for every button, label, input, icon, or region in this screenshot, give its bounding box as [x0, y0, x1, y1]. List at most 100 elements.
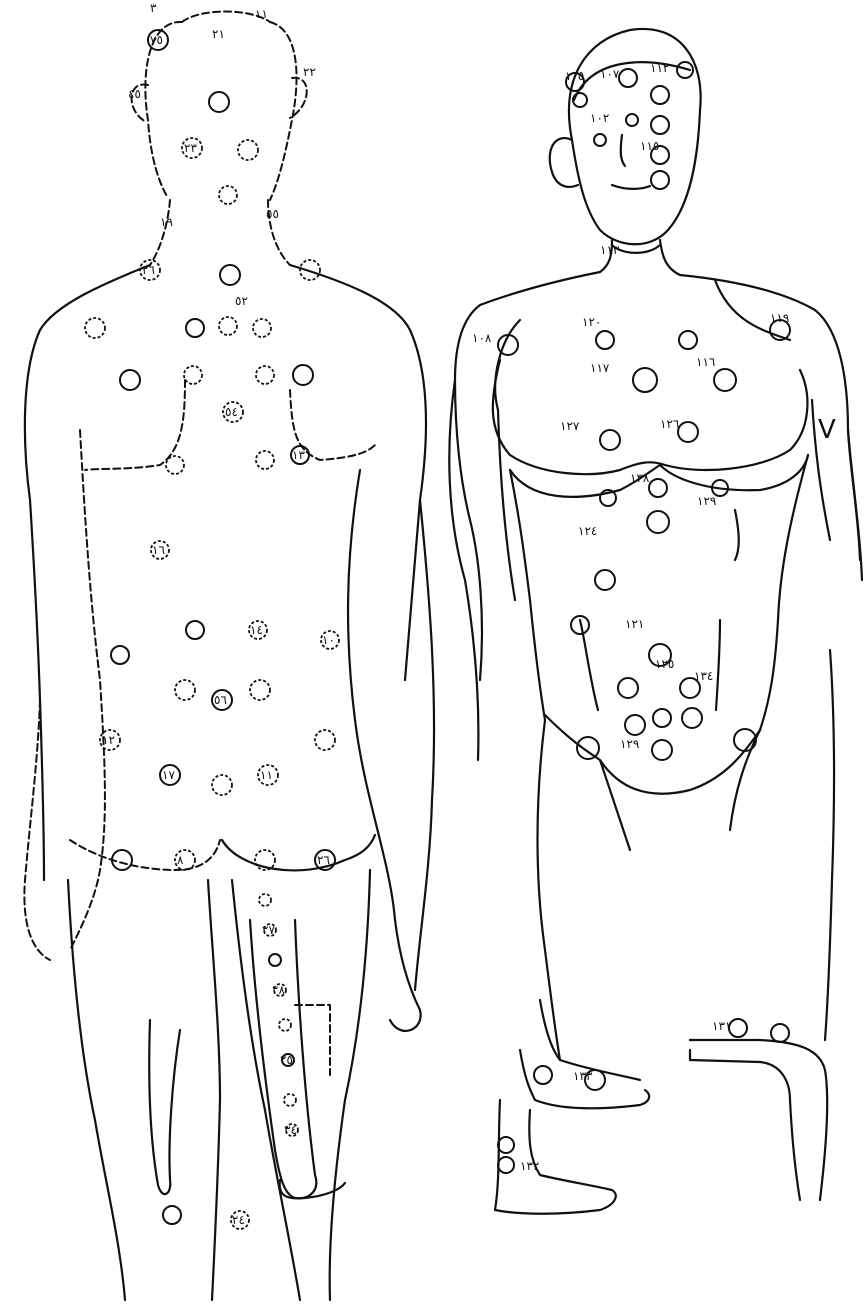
front-left-arm: [449, 380, 515, 760]
front-knee-drawing: [690, 1040, 827, 1200]
front-mouth: [612, 185, 650, 189]
back-point-label: ۲٦: [142, 263, 155, 277]
front-point-label: ١٣٢: [520, 1159, 539, 1173]
front-acupoint: [626, 114, 638, 126]
back-point-label: ۲٦: [317, 853, 330, 867]
front-chest: [493, 360, 808, 474]
back-point-label: ۲۷: [262, 923, 275, 937]
front-acupoint: [651, 171, 669, 189]
back-point-label: ٤٥: [128, 87, 141, 101]
back-point-label: ٥٥: [266, 207, 279, 221]
front-acupoint: [682, 708, 702, 728]
front-point-label: ۱۱۳: [600, 243, 620, 257]
back-acupoint: [175, 680, 195, 700]
back-acupoint: [279, 1019, 291, 1031]
front-point-label: ۱۱۷: [590, 361, 610, 375]
front-acupoint: [618, 678, 638, 698]
front-point-label: ۱۲۰: [582, 315, 601, 329]
front-point-label: ۱٢٦: [660, 417, 679, 431]
back-right-arm: [348, 470, 434, 1031]
back-scapula-line: [85, 380, 375, 470]
back-point-label: ٥٤: [225, 405, 238, 419]
back-calf-left-inner: [149, 1020, 180, 1194]
back-acupoint: [209, 92, 229, 112]
front-acupoint: [653, 709, 671, 727]
back-hip-line: [70, 840, 220, 870]
back-acupoint: [256, 451, 274, 469]
front-point-label: ۱٢٩: [697, 494, 716, 508]
back-point-label: ۱۱: [255, 7, 268, 21]
front-point-label: ۱٢٥: [655, 657, 674, 671]
front-abdomen-lines: [580, 510, 739, 710]
back-point-label: ۳٤: [284, 1123, 297, 1137]
back-acupoint: [256, 366, 274, 384]
front-point-label: ۱٢٩: [620, 737, 639, 751]
back-point-label: ٥٢: [235, 294, 248, 308]
front-point-label: ۱۱۲: [650, 61, 669, 75]
back-point-label: ۱٤: [250, 623, 263, 637]
front-point-label: ۱۰۲: [590, 111, 609, 125]
back-acupoint: [220, 265, 240, 285]
back-point-label: ۲٤: [232, 1213, 245, 1227]
front-acupoint: [498, 1137, 514, 1153]
back-acupoint: [186, 621, 204, 639]
back-point-label: ۱۷: [162, 768, 175, 782]
back-point-label: ١٦: [152, 543, 165, 557]
back-acupoint: [238, 140, 258, 160]
front-hairline: [574, 62, 690, 100]
front-point-label: ۱۱٩: [770, 311, 789, 325]
back-acupoint: [163, 1206, 181, 1224]
front-acupoint: [498, 1157, 514, 1173]
back-point-label: ۲۳: [184, 141, 197, 155]
back-acupoint: [269, 954, 281, 966]
back-acupoint: [219, 186, 237, 204]
back-acupoint: [166, 456, 184, 474]
back-acupoint: [120, 370, 140, 390]
back-acupoint: [293, 365, 313, 385]
front-acupoint: [714, 369, 736, 391]
back-point-label: ۲۱: [212, 27, 225, 41]
front-acupoint: [571, 616, 589, 634]
front-acupoint: [619, 69, 637, 87]
front-point-label: ١٣٣: [573, 1069, 593, 1083]
back-acupoint: [250, 680, 270, 700]
front-foot-lower: [495, 1100, 616, 1214]
back-point-label: ۱۱: [260, 768, 273, 782]
back-point-label: ۳: [150, 1, 157, 15]
front-point-label: ۱٢٤: [578, 524, 597, 538]
back-point-label: ۸: [177, 853, 184, 867]
back-point-label: ۲۲: [303, 65, 316, 79]
front-acupoint: [534, 1066, 552, 1084]
back-acupoint: [219, 317, 237, 335]
front-view-figure: V: [449, 29, 862, 1214]
back-buttock-right: [222, 835, 375, 870]
front-acupoint: [651, 86, 669, 104]
back-acupoint: [85, 318, 105, 338]
front-point-label: ۱٢١: [625, 617, 644, 631]
front-shin: [520, 1000, 649, 1108]
back-acupoint: [284, 1094, 296, 1106]
back-acupoint: [186, 319, 204, 337]
front-acupoints: ۱۰٥۱۰٧۱۱۲۱۰۲۱۱٥۱۱۳۱۰۸۱۲۰۱۱٦۱۱٩۱۱۷۱٢٧۱٢٦١…: [472, 61, 790, 1173]
front-acupoint: [577, 737, 599, 759]
back-point-label: ۱۹: [160, 215, 173, 229]
front-acupoint: [678, 422, 698, 442]
front-acupoint: [595, 570, 615, 590]
back-point-label: ۲٥: [280, 1053, 293, 1067]
front-nose: [621, 135, 625, 166]
front-point-label: ۱٣١: [712, 1019, 731, 1033]
front-acupoint: [651, 116, 669, 134]
front-acupoint: [649, 479, 667, 497]
front-point-label: ۱۱٥: [640, 139, 659, 153]
front-point-label: ۱۰٥: [565, 69, 584, 83]
front-acupoint: [679, 331, 697, 349]
front-point-label: ۱٢٧: [560, 419, 580, 433]
back-point-label: ۱۳: [292, 448, 305, 462]
back-left-leg: [68, 880, 220, 1300]
back-acupoint: [315, 730, 335, 750]
back-point-label: ۲۸: [272, 983, 285, 997]
front-acupoint: [625, 715, 645, 735]
front-point-label: ۱۱٦: [696, 355, 715, 369]
back-acupoint: [259, 894, 271, 906]
